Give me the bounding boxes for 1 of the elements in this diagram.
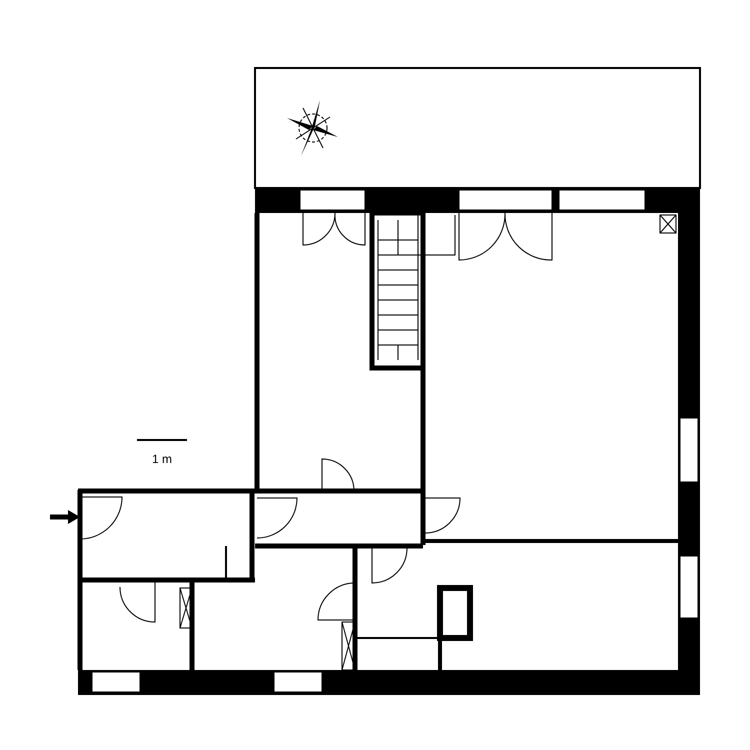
scale-label: 1 m xyxy=(152,452,172,466)
